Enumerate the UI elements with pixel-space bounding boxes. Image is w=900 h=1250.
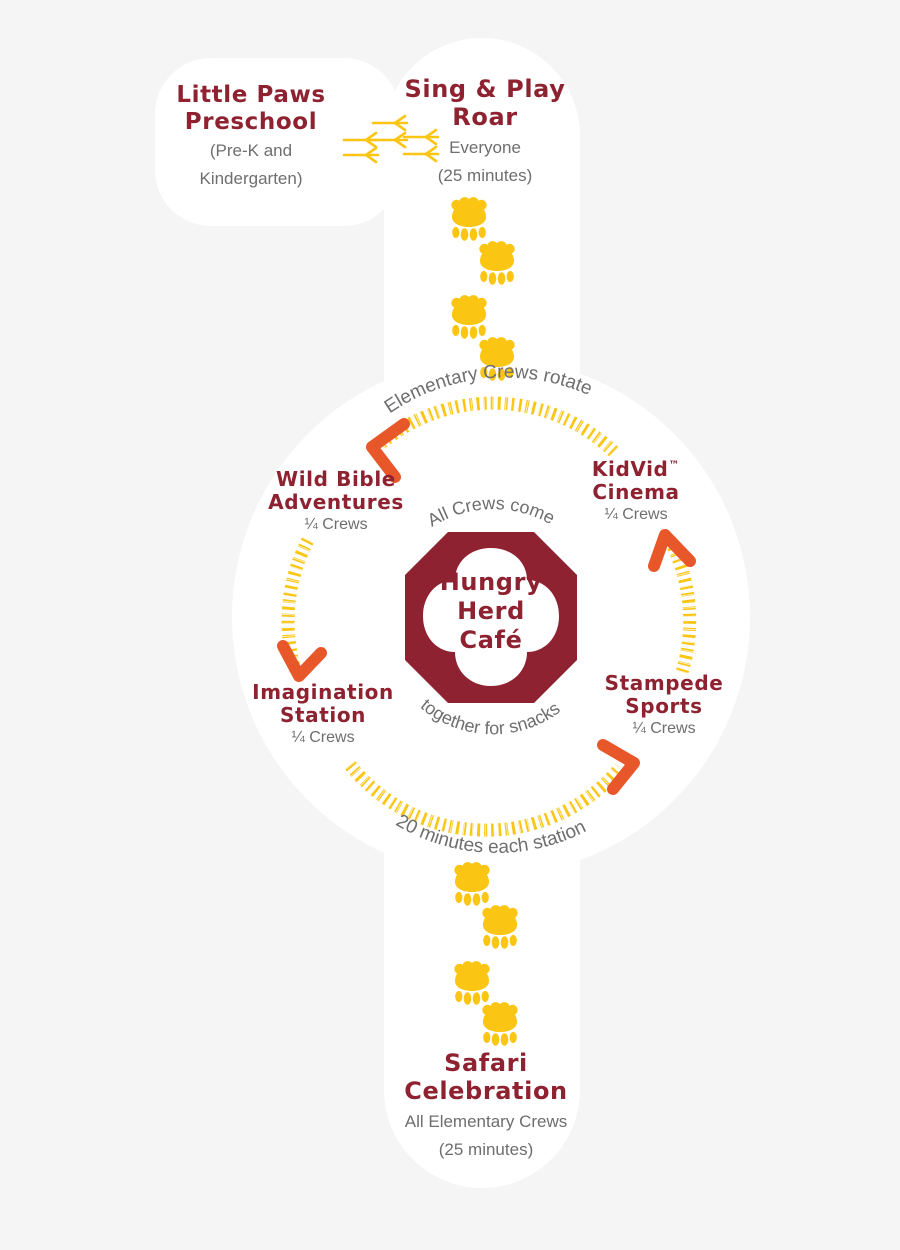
closing-title-line1: Safari [444,1049,528,1077]
station-crews: ¼ Crews [632,720,696,738]
cafe-line3: Café [459,625,523,654]
opening-subtitle-line2: (25 minutes) [437,165,533,185]
station-title-line2: Adventures [268,490,404,515]
rotation-wheel-background [232,358,750,876]
opening-title-line1: Sing & Play [404,75,566,103]
cafe-caption-bottom: together for snacks [417,695,564,739]
station-title-line1: Wild Bible [276,467,396,491]
cafe-line1: Hungry [439,568,543,596]
hungry-herd-cafe-label: Hungry Herd Café [413,568,569,654]
station-title-line2: Cinema [592,480,680,505]
preschool-subtitle-line1: (Pre-K and [209,141,293,161]
closing-subtitle-line2: (25 minutes) [438,1139,534,1159]
station-crews: ¼ Crews [604,506,668,524]
cafe-line2: Herd [457,596,525,625]
rotation-arrow-top-shaft [373,396,619,457]
opening-title-line2: Roar [452,102,518,131]
closing-subtitle-line1: All Elementary Crews [404,1111,568,1131]
kidvid-name: KidVid [591,457,669,481]
rotation-arrow-bottom-head [597,739,640,795]
station-wild-bible-adventures: Wild Bible Adventures ¼ Crews [252,467,420,535]
preschool-title-line1: Little Paws [176,82,326,108]
rotation-arrow-right-head [648,529,696,572]
wheel-caption-bottom: 20 minutes each station [392,810,589,857]
sing-and-play-roar-block: Sing & Play Roar Everyone (25 minutes) [390,75,580,188]
rotation-arrow-left-shaft [281,536,314,672]
wheel-caption-top: Elementary Crews rotate [381,361,595,417]
opening-subtitle-line1: Everyone [449,137,521,157]
safari-celebration-block: Safari Celebration All Elementary Crews … [388,1049,584,1162]
station-imagination-station: Imagination Station ¼ Crews [240,680,406,748]
station-kidvid-cinema: KidVid™ Cinema ¼ Crews [572,457,700,525]
cafe-octagon-with-quatrefoil-cutout [405,532,577,703]
station-crews: ¼ Crews [304,516,368,534]
trademark-icon: ™ [668,458,681,472]
station-stampede-sports: Stampede Sports ¼ Crews [592,671,736,739]
station-title-line1: Imagination [252,680,394,704]
preschool-subtitle-line2: Kindergarten) [199,169,303,189]
rotation-arrow-top-shaft-overlay [373,396,619,457]
station-title-line2: Sports [625,694,703,719]
rotation-arrow-top-head [366,418,410,483]
station-title-line2: Station [279,703,367,728]
preschool-title-line2: Preschool [184,108,318,135]
rotation-arrow-left-head [277,640,327,682]
closing-title-line2: Celebration [404,1076,568,1105]
cafe-caption-top: All Crews come [424,493,558,530]
little-paws-preschool-block: Little Paws Preschool (Pre-K and Kinderg… [158,82,344,191]
station-crews: ¼ Crews [291,729,355,747]
rotation-arrow-bottom-shaft [344,760,625,837]
station-title-line1: KidVid™ [572,457,700,481]
preschool-panel [155,58,400,226]
station-title-line1: Stampede [604,671,724,695]
